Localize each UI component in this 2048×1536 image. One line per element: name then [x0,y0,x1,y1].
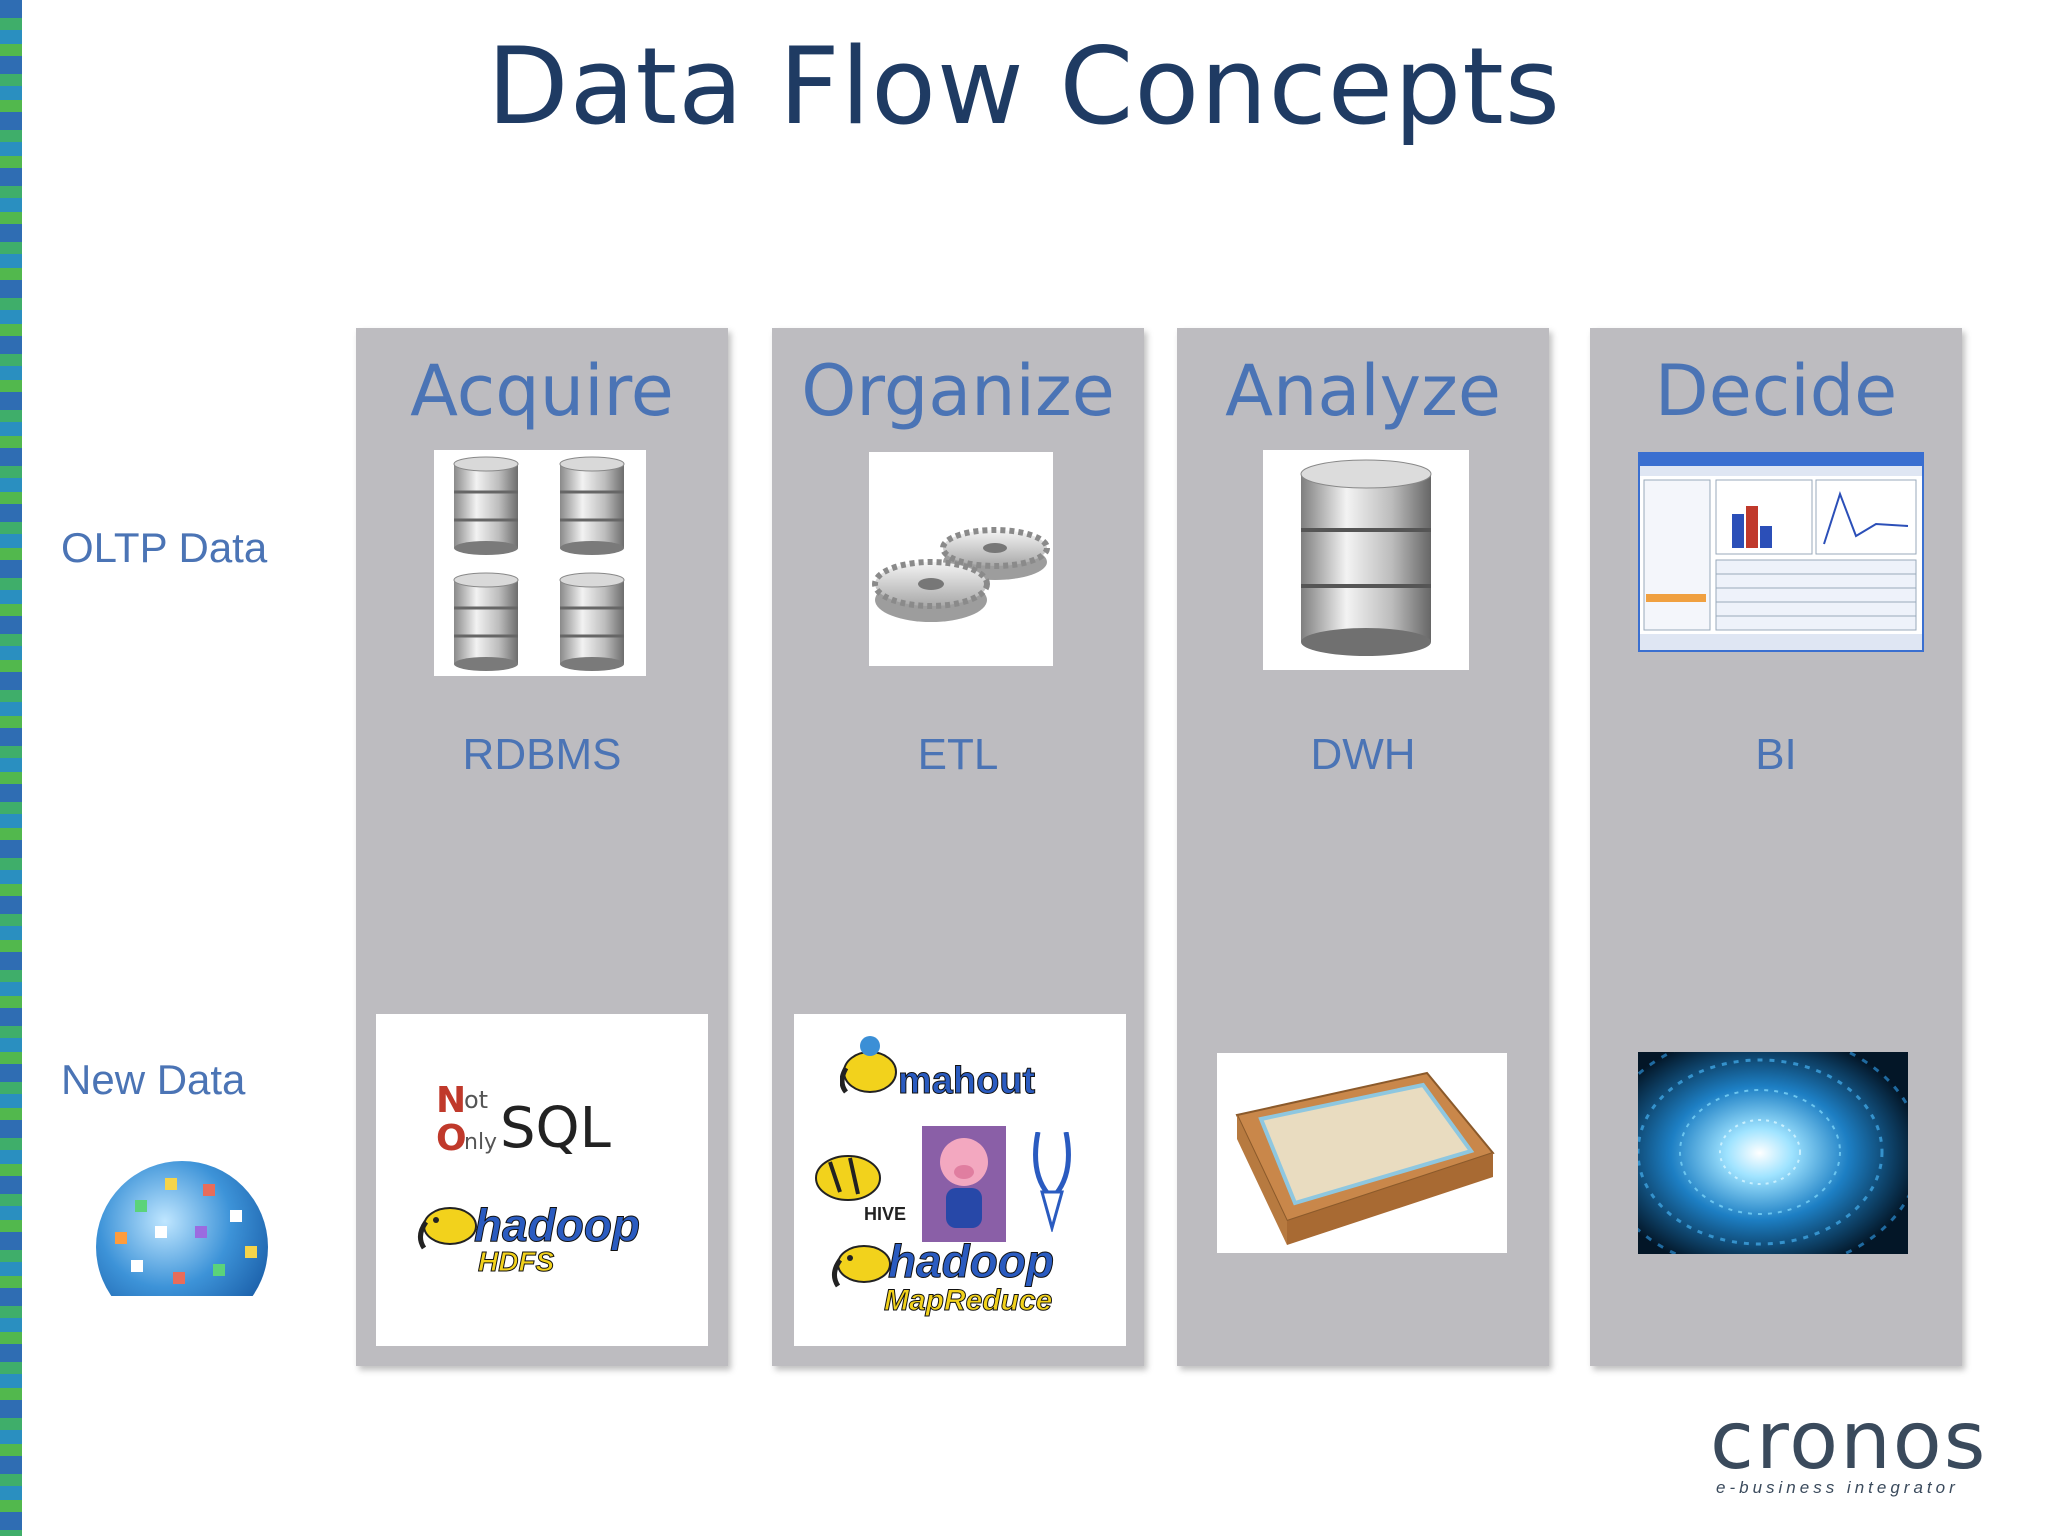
cronos-logo-tagline: e-business integrator [1716,1478,1959,1497]
column-sublabel-etl: ETL [917,730,999,779]
column-analyze: Analyze DWH [1177,328,1549,1366]
column-sublabel-bi: BI [1755,730,1797,779]
nosql-n: N [436,1080,467,1121]
nosql-ot: ot [464,1086,489,1114]
hadoop-hdfs-sub: HDFS [477,1246,555,1278]
column-heading-organize: Organize [801,350,1115,432]
column-acquire: Acquire RDBMS N ot O [356,328,728,1366]
nosql-sql: SQL [500,1096,611,1161]
column-sublabel-dwh: DWH [1310,730,1416,779]
hadoop-mapreduce-word: hadoop [887,1235,1055,1288]
nosql-hadoop-hdfs-logos: N ot O nly SQL hadoop HDFS [376,1014,708,1346]
hadoop-mapreduce-elephant-icon [830,1240,892,1290]
column-decide: Decide BI [1590,328,1962,1366]
hive-bee-icon [810,1148,884,1208]
elephant-icon [416,1202,478,1252]
hadoop-mapreduce-sub: MapReduce [883,1284,1053,1318]
hive-word: HIVE [864,1204,907,1224]
row-label-new-data: New Data [61,1056,246,1103]
gears-icon [869,452,1053,666]
column-heading-decide: Decide [1654,350,1898,432]
left-edge-stripe [0,0,22,1536]
column-heading-analyze: Analyze [1225,350,1501,432]
sandbox-icon [1217,1053,1507,1253]
cronos-logo: cronos e-business integrator [1710,1394,2010,1504]
impala-antelope-icon [1026,1132,1078,1232]
nosql-nly: nly [464,1130,498,1155]
cronos-logo-name: cronos [1710,1394,1988,1487]
hadoop-hdfs-word: hadoop [473,1199,641,1252]
mahout-elephant-icon [840,1034,900,1096]
binary-tunnel-image [1638,1052,1908,1254]
nosql-o: O [436,1118,467,1159]
pig-icon [922,1126,1006,1242]
column-organize: Organize ETL mahout [772,328,1144,1366]
slide-title: Data Flow Concepts [486,25,1562,148]
row-label-oltp: OLTP Data [61,524,268,571]
app-globe-icon [95,1160,270,1296]
bi-dashboard-screenshot [1638,452,1924,652]
mahout-word: mahout [897,1060,1036,1103]
mahout-hive-pig-hadoop-mapreduce-logos: mahout HIVE hadoop MapReduce [794,1014,1126,1346]
database-grid-icon [434,450,646,676]
column-heading-acquire: Acquire [410,350,674,432]
nosql-logo: N ot O nly SQL [436,1074,636,1174]
column-sublabel-rdbms: RDBMS [462,730,622,779]
database-stack-icon [1263,450,1469,670]
